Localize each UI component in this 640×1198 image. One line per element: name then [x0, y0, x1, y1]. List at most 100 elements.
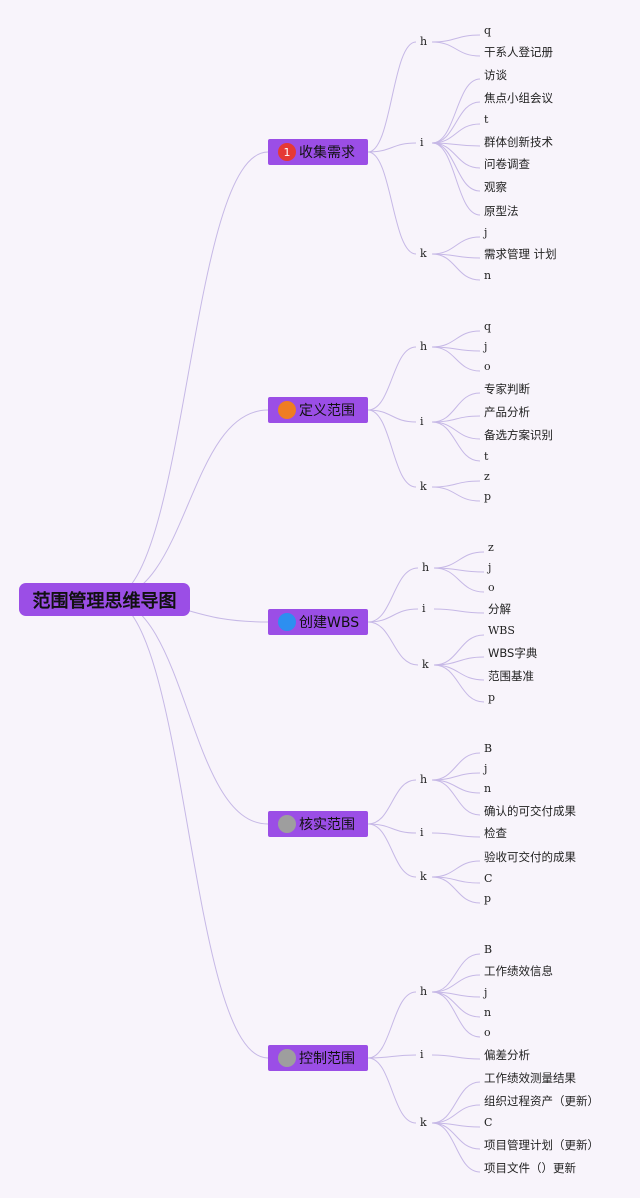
group-label[interactable]: i [420, 415, 424, 428]
leaf-item[interactable]: j [488, 561, 492, 574]
group-to-leaf-line [431, 41, 481, 57]
group-to-leaf-line [431, 1104, 481, 1124]
group-to-leaf-line [431, 330, 481, 348]
leaf-item[interactable]: 确认的可交付成果 [484, 804, 576, 818]
group-to-leaf-line [433, 551, 485, 569]
branch-to-group-line [367, 142, 417, 153]
leaf-item[interactable]: n [484, 782, 492, 795]
leaf-item[interactable]: 需求管理 计划 [484, 247, 557, 261]
group-to-leaf-line [431, 421, 481, 462]
leaf-item[interactable]: j [484, 340, 488, 353]
branch-to-group-line [367, 1057, 417, 1124]
leaf-item[interactable]: j [484, 986, 488, 999]
leaf-item[interactable]: WBS字典 [488, 646, 538, 660]
leaf-item[interactable]: 范围基准 [488, 669, 534, 683]
leaf-item[interactable]: p [488, 691, 496, 704]
leaf-item[interactable]: 偏差分析 [484, 1048, 530, 1062]
group-label[interactable]: i [420, 1048, 424, 1061]
branch-node[interactable]: 定义范围 [268, 397, 368, 423]
branch-to-group-line [367, 621, 419, 666]
priority-badge-icon [278, 1049, 296, 1067]
group-to-leaf-line [431, 876, 481, 904]
branch-to-group-line [367, 608, 419, 623]
group-label[interactable]: h [420, 35, 428, 48]
leaf-item[interactable]: t [484, 113, 489, 126]
leaf-item[interactable]: 原型法 [484, 204, 519, 218]
group-label[interactable]: i [420, 136, 424, 149]
group-to-leaf-line [431, 253, 481, 281]
group-label[interactable]: i [422, 602, 426, 615]
group-to-leaf-line [433, 567, 485, 593]
group-to-leaf-line [431, 346, 481, 372]
branch-label: 控制范围 [299, 1051, 355, 1067]
group-label[interactable]: h [422, 561, 430, 574]
group-label[interactable]: h [420, 340, 428, 353]
group-label[interactable]: k [420, 247, 427, 260]
leaf-item[interactable]: 干系人登记册 [484, 45, 553, 59]
group-to-leaf-line [431, 78, 481, 144]
branch-label: 核实范围 [299, 817, 355, 833]
leaf-item[interactable]: 工作绩效信息 [484, 964, 553, 978]
leaf-item[interactable]: 观察 [484, 180, 507, 194]
group-label[interactable]: h [420, 985, 428, 998]
group-label[interactable]: k [422, 658, 429, 671]
leaf-item[interactable]: j [484, 762, 488, 775]
group-to-leaf-line [431, 860, 481, 878]
leaf-item[interactable]: j [484, 226, 488, 239]
branch-to-group-line [367, 823, 417, 834]
group-label[interactable]: k [420, 480, 427, 493]
leaf-item[interactable]: p [484, 892, 492, 905]
group-label[interactable]: k [420, 1116, 427, 1129]
leaf-item[interactable]: 访谈 [484, 68, 507, 82]
leaf-item[interactable]: 验收可交付的成果 [484, 850, 576, 864]
leaf-item[interactable]: z [484, 470, 490, 483]
leaf-item[interactable]: o [484, 360, 491, 373]
leaf-item[interactable]: q [484, 24, 492, 37]
branch-node[interactable]: 控制范围 [268, 1045, 368, 1071]
group-to-leaf-line [431, 480, 481, 488]
leaf-item[interactable]: C [484, 872, 493, 885]
leaf-item[interactable]: 备选方案识别 [484, 428, 553, 442]
leaf-item[interactable]: z [488, 541, 494, 554]
group-label[interactable]: k [420, 870, 427, 883]
root-node[interactable]: 范围管理思维导图 [19, 583, 190, 616]
group-to-leaf-line [433, 608, 485, 614]
group-to-leaf-line [431, 832, 481, 838]
leaf-item[interactable]: o [488, 581, 495, 594]
group-to-leaf-line [431, 123, 481, 144]
leaf-item[interactable]: WBS [488, 624, 515, 637]
branch-to-group-line [367, 346, 417, 411]
leaf-item[interactable]: B [484, 943, 493, 956]
branch-to-group-line [367, 779, 417, 825]
leaf-item[interactable]: p [484, 490, 492, 503]
leaf-item[interactable]: 组织过程资产（更新） [484, 1094, 599, 1108]
leaf-item[interactable]: 分解 [488, 602, 511, 616]
leaf-item[interactable]: 焦点小组会议 [484, 91, 553, 105]
branch-node[interactable]: 创建WBS [268, 609, 368, 635]
leaf-item[interactable]: 专家判断 [484, 382, 530, 396]
leaf-item[interactable]: q [484, 320, 492, 333]
branch-to-group-line [367, 823, 417, 878]
leaf-item[interactable]: t [484, 450, 489, 463]
leaf-item[interactable]: 工作绩效测量结果 [484, 1071, 576, 1085]
group-to-leaf-line [431, 486, 481, 502]
leaf-item[interactable]: 项目文件（）更新 [484, 1161, 576, 1175]
leaf-item[interactable]: n [484, 269, 492, 282]
root-to-branch-line [107, 151, 269, 600]
group-label[interactable]: i [420, 826, 424, 839]
root-to-branch-line [107, 409, 269, 600]
leaf-item[interactable]: 群体创新技术 [484, 135, 553, 149]
group-label[interactable]: h [420, 773, 428, 786]
leaf-item[interactable]: 检查 [484, 826, 507, 840]
group-to-leaf-line [431, 953, 481, 993]
leaf-item[interactable]: o [484, 1026, 491, 1039]
leaf-item[interactable]: 项目管理计划（更新） [484, 1138, 599, 1152]
leaf-item[interactable]: 产品分析 [484, 405, 530, 419]
branch-node[interactable]: 核实范围 [268, 811, 368, 837]
leaf-item[interactable]: n [484, 1006, 492, 1019]
leaf-item[interactable]: C [484, 1116, 493, 1129]
leaf-item[interactable]: B [484, 742, 493, 755]
leaf-item[interactable]: 问卷调查 [484, 157, 530, 171]
